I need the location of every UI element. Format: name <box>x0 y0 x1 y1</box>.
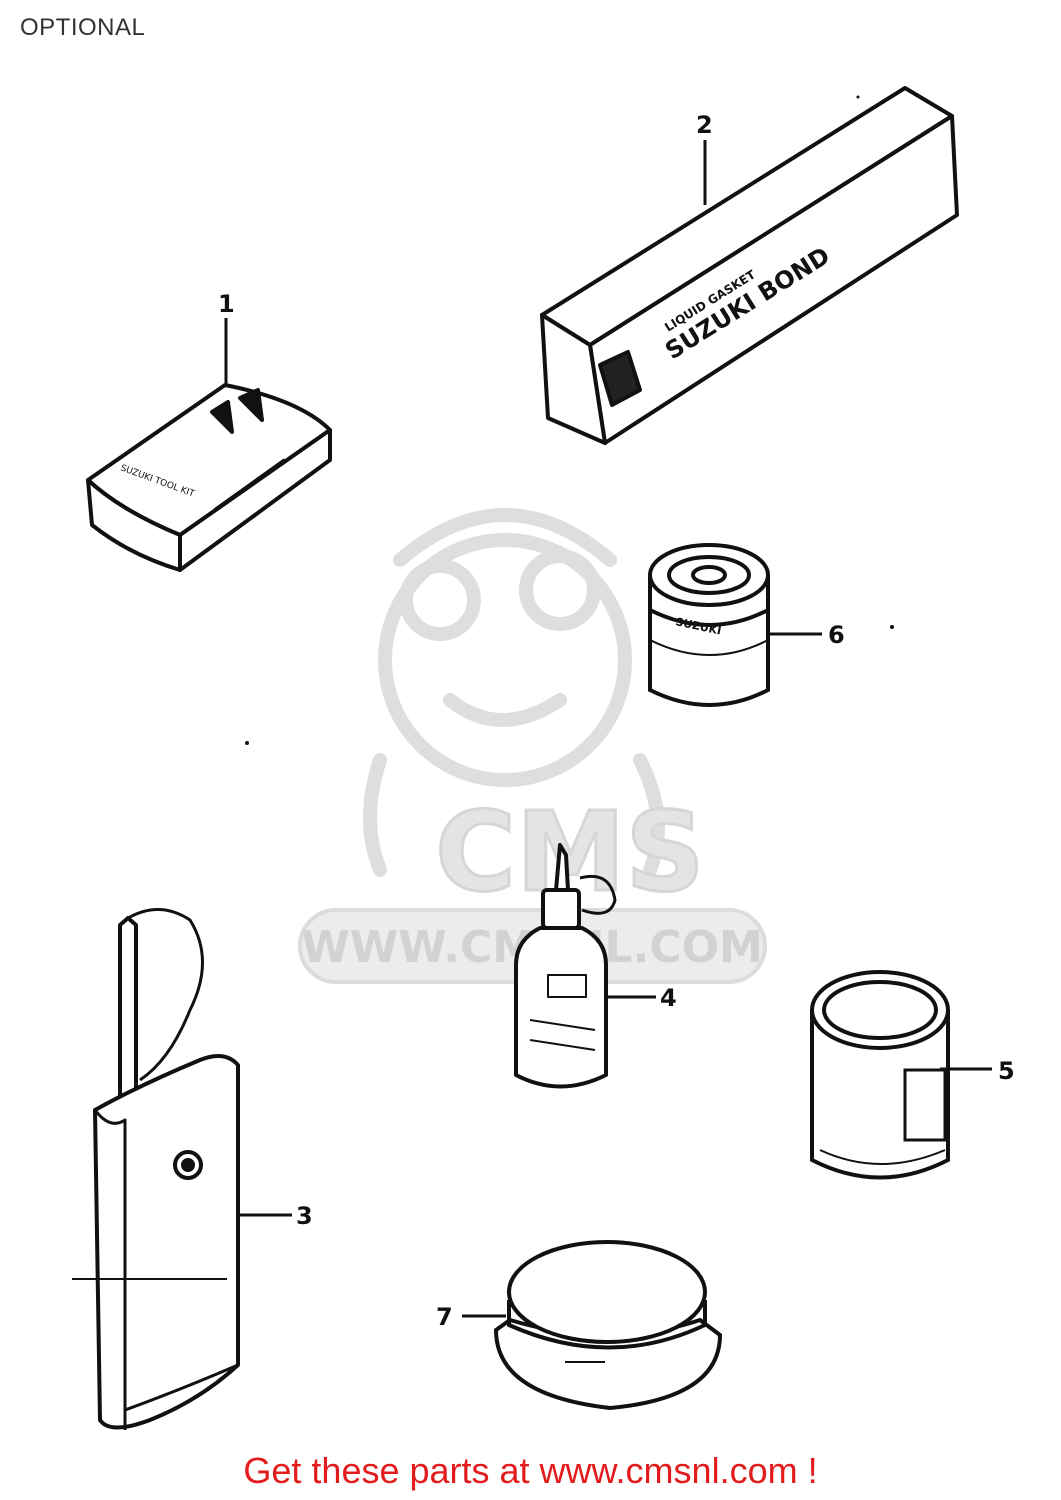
callout-4[interactable]: 4 <box>660 984 677 1012</box>
get-parts-link[interactable]: Get these parts at www.cmsnl.com ! <box>243 1450 818 1491</box>
part-5-tall-can[interactable] <box>810 970 950 1180</box>
callout-2[interactable]: 2 <box>696 111 713 139</box>
part-7-grease-tin[interactable] <box>493 1240 723 1411</box>
page-title: OPTIONAL <box>20 14 146 41</box>
part-3-oil-can[interactable] <box>93 908 240 1430</box>
callout-1[interactable]: 1 <box>218 290 235 318</box>
watermark-mascot-icon <box>363 508 665 877</box>
scan-specks <box>72 95 894 1280</box>
part-2-bond-box[interactable]: LIQUID GASKET SUZUKI BOND <box>540 86 959 445</box>
callout-6[interactable]: 6 <box>828 621 845 649</box>
parts-diagram: CMS WWW.CMSNL.COM LIQUID GASKET SUZUKI B… <box>72 86 1015 1430</box>
callout-3[interactable]: 3 <box>296 1202 313 1230</box>
part-6-can[interactable]: SUZUKI <box>648 543 770 707</box>
part-4-oil-bottle[interactable] <box>514 843 617 1089</box>
callout-5[interactable]: 5 <box>998 1057 1015 1085</box>
part-1-tool-kit-case[interactable]: SUZUKI TOOL KIT <box>86 383 332 572</box>
callout-7[interactable]: 7 <box>436 1303 453 1331</box>
